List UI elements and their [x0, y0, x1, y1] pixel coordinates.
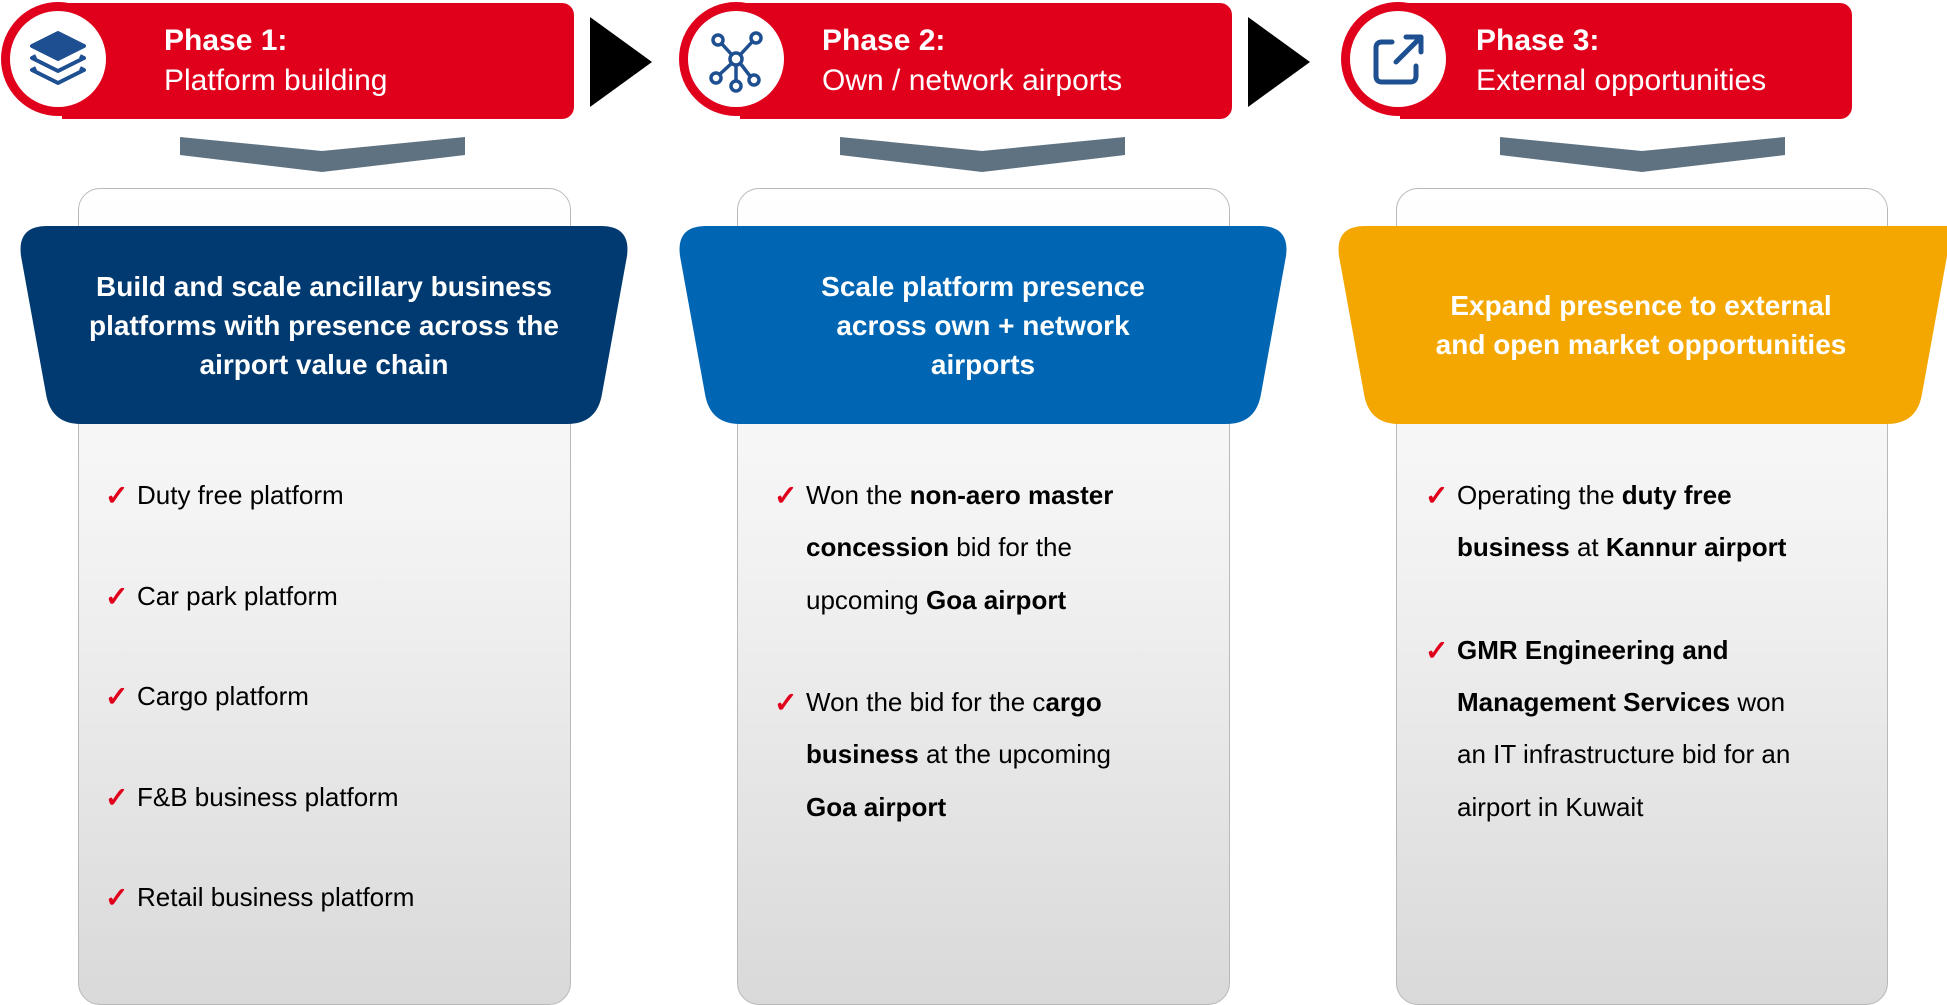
external-link-icon [1373, 34, 1424, 85]
chevron-down-2 [840, 137, 1125, 172]
phase-3-label: Phase 3: [1476, 24, 1600, 57]
phase-1-header: Build and scale ancillary business platf… [17, 226, 631, 424]
check-icon: ✓ [105, 882, 129, 913]
check-icon: ✓ [774, 687, 798, 718]
list-item: ✓Retail business platform [105, 871, 414, 924]
phase-3-icon-badge [1340, 0, 1480, 116]
phase-1-header-text: Build and scale ancillary business platf… [89, 270, 559, 380]
list-item-line: business at Kannur airport [1457, 532, 1787, 562]
phase-arrow-2 [1248, 17, 1310, 107]
phase-2-header: Scale platform presence across own + net… [676, 226, 1290, 424]
check-icon: ✓ [774, 480, 798, 511]
list-item: ✓F&B business platform [105, 771, 399, 824]
check-icon: ✓ [105, 782, 129, 813]
check-icon: ✓ [1425, 480, 1449, 511]
check-icon: ✓ [105, 581, 129, 612]
list-item-line: ✓Won the bid for the cargo [774, 676, 1102, 729]
list-item-line: an IT infrastructure bid for an [1457, 739, 1791, 769]
list-item-line: ✓Won the non-aero master [774, 469, 1113, 522]
network-icon [709, 31, 763, 93]
phase-3-header: Expand presence to external and open mar… [1335, 226, 1947, 424]
phase-1-icon-badge [0, 0, 140, 116]
phase-1-name: Platform building [164, 64, 388, 97]
list-item-line: airport in Kuwait [1457, 792, 1644, 822]
list-item-line: Goa airport [806, 792, 947, 822]
phase-1-label: Phase 1: [164, 24, 288, 57]
layers-icon [30, 31, 86, 85]
check-icon: ✓ [1425, 635, 1449, 666]
list-item-line: business at the upcoming [806, 739, 1111, 769]
phase-3-name: External opportunities [1476, 64, 1767, 97]
phase-1-banner: Phase 1: Platform building [62, 3, 574, 119]
chevron-down-1 [180, 137, 465, 172]
phase-2-banner: Phase 2: Own / network airports [740, 3, 1232, 119]
list-item-line: Management Services won [1457, 687, 1786, 717]
list-item: ✓Car park platform [105, 570, 338, 623]
phase-3-header-text: Expand presence to external and open mar… [1435, 290, 1847, 360]
list-item-line: ✓Operating the duty free [1425, 469, 1732, 522]
phase-2-icon-badge [678, 0, 818, 116]
check-icon: ✓ [105, 480, 129, 511]
phase-2-name: Own / network airports [822, 64, 1123, 97]
phase-2-label: Phase 2: [822, 24, 946, 57]
list-item-line: concession bid for the [806, 532, 1072, 562]
phase-3-banner: Phase 3: External opportunities [1400, 3, 1852, 119]
check-icon: ✓ [105, 681, 129, 712]
list-item-line: upcoming Goa airport [806, 585, 1067, 615]
list-item: ✓Cargo platform [105, 670, 309, 723]
phase-2-header-text: Scale platform presence across own + net… [821, 270, 1145, 380]
phase-arrow-1 [590, 17, 652, 107]
list-item-line: ✓GMR Engineering and [1425, 624, 1729, 677]
chevron-down-3 [1500, 137, 1785, 172]
list-item: ✓Duty free platform [105, 469, 344, 522]
